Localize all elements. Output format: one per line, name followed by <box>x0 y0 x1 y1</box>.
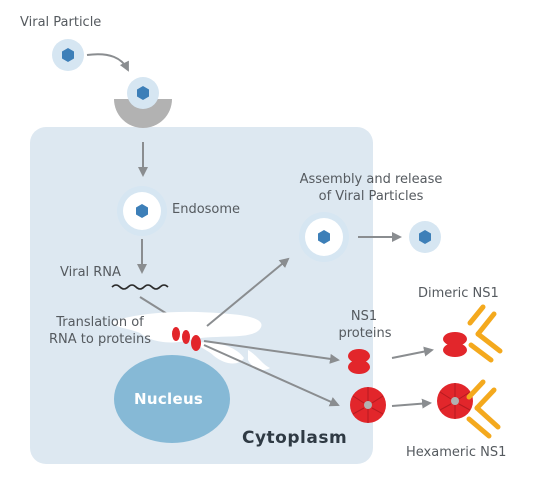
label-hexameric-ns1: Hexameric NS1 <box>406 445 507 460</box>
label-viral-rna: Viral RNA <box>60 265 121 280</box>
arrow-to-ns1-dimer <box>203 340 340 364</box>
capsid-icon <box>318 230 330 244</box>
free-viral-particle <box>52 39 84 71</box>
ns1-hexamer <box>350 387 386 423</box>
capsid-icon <box>419 230 431 244</box>
capsid-icon <box>136 204 148 218</box>
label-cytoplasm: Cytoplasm <box>242 428 348 448</box>
label-translation-line2: RNA to proteins <box>49 332 151 347</box>
arrow-to-assembly <box>206 257 290 327</box>
antibody-icon <box>466 379 501 439</box>
arrow-to-dimeric <box>391 346 434 359</box>
nucleus <box>114 355 230 443</box>
label-dimeric-ns1: Dimeric NS1 <box>418 286 499 301</box>
capsid-icon <box>137 86 149 100</box>
dimeric-ns1 <box>443 304 503 363</box>
capsid-icon <box>62 48 74 62</box>
arrow-to-ns1-hexamer <box>203 344 340 407</box>
label-ns1-line2: proteins <box>338 326 392 341</box>
label-endosome: Endosome <box>172 202 241 217</box>
label-translation-line1: Translation of <box>56 315 144 330</box>
assembled-particle <box>299 212 349 262</box>
hexameric-ns1 <box>437 379 501 439</box>
label-viral-particle: Viral Particle <box>20 15 102 30</box>
receptor <box>114 99 172 128</box>
label-ns1-line1: NS1 <box>350 309 378 324</box>
cell-body <box>30 127 373 464</box>
antibody-icon <box>467 304 503 363</box>
viral-rna-strand <box>111 284 169 290</box>
translated-proteins <box>172 327 201 351</box>
arrow-to-hexameric <box>391 398 432 409</box>
released-particle <box>409 221 441 253</box>
endosome <box>117 186 167 236</box>
ns1-dimer <box>348 349 370 374</box>
label-nucleus: Nucleus <box>134 390 204 408</box>
label-assembly-line1: Assembly and release <box>299 172 443 187</box>
entry-arrow <box>86 53 129 72</box>
label-assembly-line2: of Viral Particles <box>318 189 424 204</box>
receptor-bound-particle <box>114 77 172 128</box>
